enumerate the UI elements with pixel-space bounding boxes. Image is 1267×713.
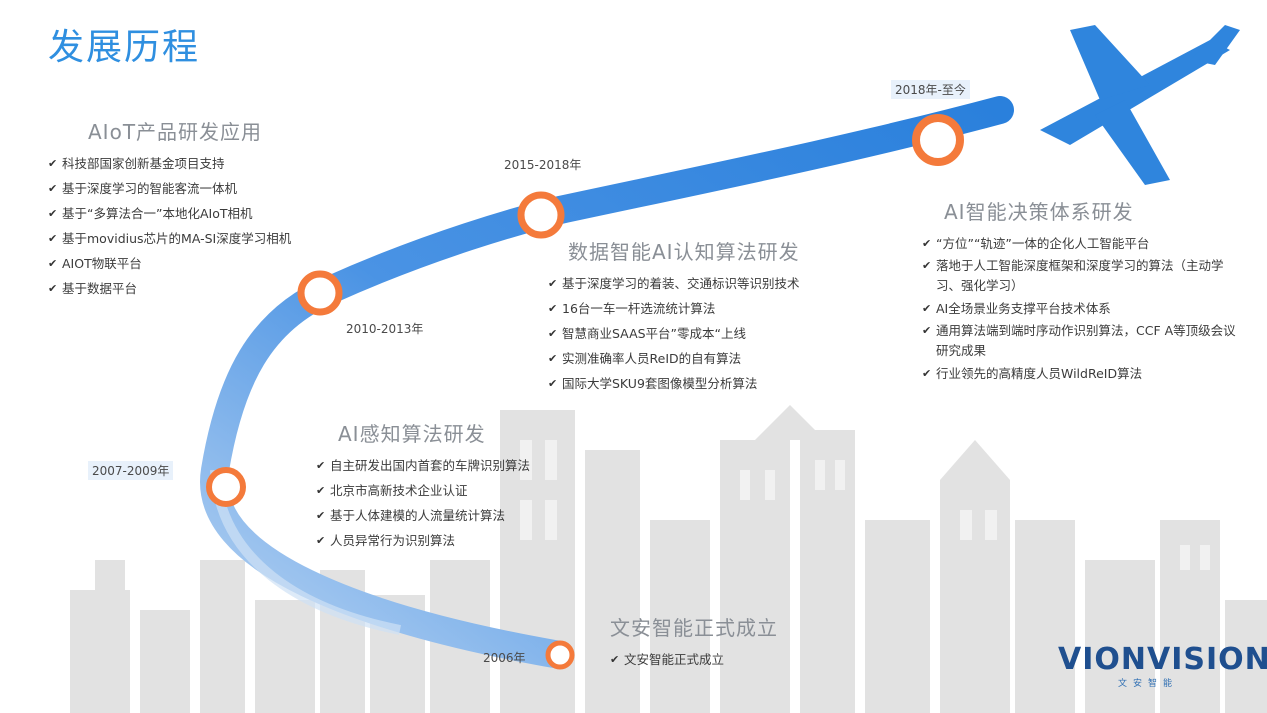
list-item: ✔AIOT物联平台 [48,251,291,276]
list-item: ✔文安智能正式成立 [610,647,778,672]
check-icon: ✔ [922,237,932,250]
list-item: ✔基于“多算法合一”本地化AIoT相机 [48,201,291,226]
list-item: ✔落地于人工智能深度框架和深度学习的算法（主动学习、强化学习） [922,258,1224,293]
check-icon: ✔ [48,207,58,220]
check-icon: ✔ [316,509,326,522]
timeline-node [517,191,565,239]
list-item: ✔基于深度学习的智能客流一体机 [48,176,291,201]
timeline-node [912,114,964,166]
milestone-heading: AI智能决策体系研发 [944,200,1134,224]
year-label-2018: 2018年-至今 [891,80,970,99]
check-icon: ✔ [48,182,58,195]
company-logo-sub: 文安智能 [1118,679,1179,689]
check-icon: ✔ [548,302,558,315]
milestone-heading: 文安智能正式成立 [610,616,778,640]
list-item: ✔实测准确率人员ReID的自有算法 [548,346,800,371]
list-item: ✔行业领先的高精度人员WildReID算法 [922,361,1242,386]
check-icon: ✔ [316,484,326,497]
year-label-2007: 2007-2009年 [88,461,174,480]
check-icon: ✔ [922,367,932,380]
check-icon: ✔ [922,302,932,315]
airplane-icon [1040,25,1240,185]
milestone-2006: 文安智能正式成立 ✔文安智能正式成立 [610,612,778,672]
check-icon: ✔ [922,324,932,337]
page-title: 发展历程 [48,27,201,68]
check-icon: ✔ [48,232,58,245]
check-icon: ✔ [316,459,326,472]
check-icon: ✔ [48,157,58,170]
milestone-2018: AI智能决策体系研发 ✔“方位”“轨迹”一体的企化人工智能平台 ✔落地于人工智能… [922,196,1242,386]
list-item: ✔基于人体建模的人流量统计算法 [316,503,530,528]
list-item: ✔人员异常行为识别算法 [316,528,530,553]
milestone-heading: AI感知算法研发 [338,422,486,446]
list-item: ✔智慧商业SAAS平台”零成本“上线 [548,321,800,346]
year-label-2010: 2010-2013年 [346,322,424,336]
list-item: ✔基于数据平台 [48,276,291,301]
check-icon: ✔ [548,327,558,340]
list-item: ✔科技部国家创新基金项目支持 [48,151,291,176]
year-label-2006: 2006年 [483,651,526,665]
year-label-2015: 2015-2018年 [504,158,582,172]
timeline-node [297,270,343,316]
list-item: ✔16台一车一杆选流统计算法 [548,296,800,321]
list-item: ✔AI全场景业务支撑平台技术体系 [922,296,1242,321]
milestone-2007: AI感知算法研发 ✔自主研发出国内首套的车牌识别算法 ✔北京市高新技术企业认证 … [316,418,530,553]
check-icon: ✔ [548,277,558,290]
check-icon: ✔ [48,257,58,270]
check-icon: ✔ [316,534,326,547]
list-item: ✔自主研发出国内首套的车牌识别算法 [316,453,530,478]
check-icon: ✔ [548,352,558,365]
milestone-heading: AIoT产品研发应用 [88,120,263,144]
timeline-node [545,640,575,670]
check-icon: ✔ [48,282,58,295]
timeline-node [206,467,246,507]
milestone-heading: 数据智能AI认知算法研发 [568,240,800,264]
list-item: ✔基于movidius芯片的MA-SI深度学习相机 [48,226,291,251]
milestone-2015: 数据智能AI认知算法研发 ✔基于深度学习的着装、交通标识等识别技术 ✔16台一车… [548,236,800,396]
check-icon: ✔ [548,377,558,390]
check-icon: ✔ [610,653,620,666]
milestone-2010: AIoT产品研发应用 ✔科技部国家创新基金项目支持 ✔基于深度学习的智能客流一体… [48,116,291,301]
list-item: ✔北京市高新技术企业认证 [316,478,530,503]
list-item: ✔“方位”“轨迹”一体的企化人工智能平台 [922,231,1242,256]
list-item: ✔通用算法端到端时序动作识别算法，CCF A等顶级会议研究成果 [922,323,1236,358]
check-icon: ✔ [922,259,932,272]
list-item: ✔基于深度学习的着装、交通标识等识别技术 [548,271,800,296]
list-item: ✔国际大学SKU9套图像模型分析算法 [548,371,800,396]
company-logo: VIONVISION [1058,642,1267,677]
